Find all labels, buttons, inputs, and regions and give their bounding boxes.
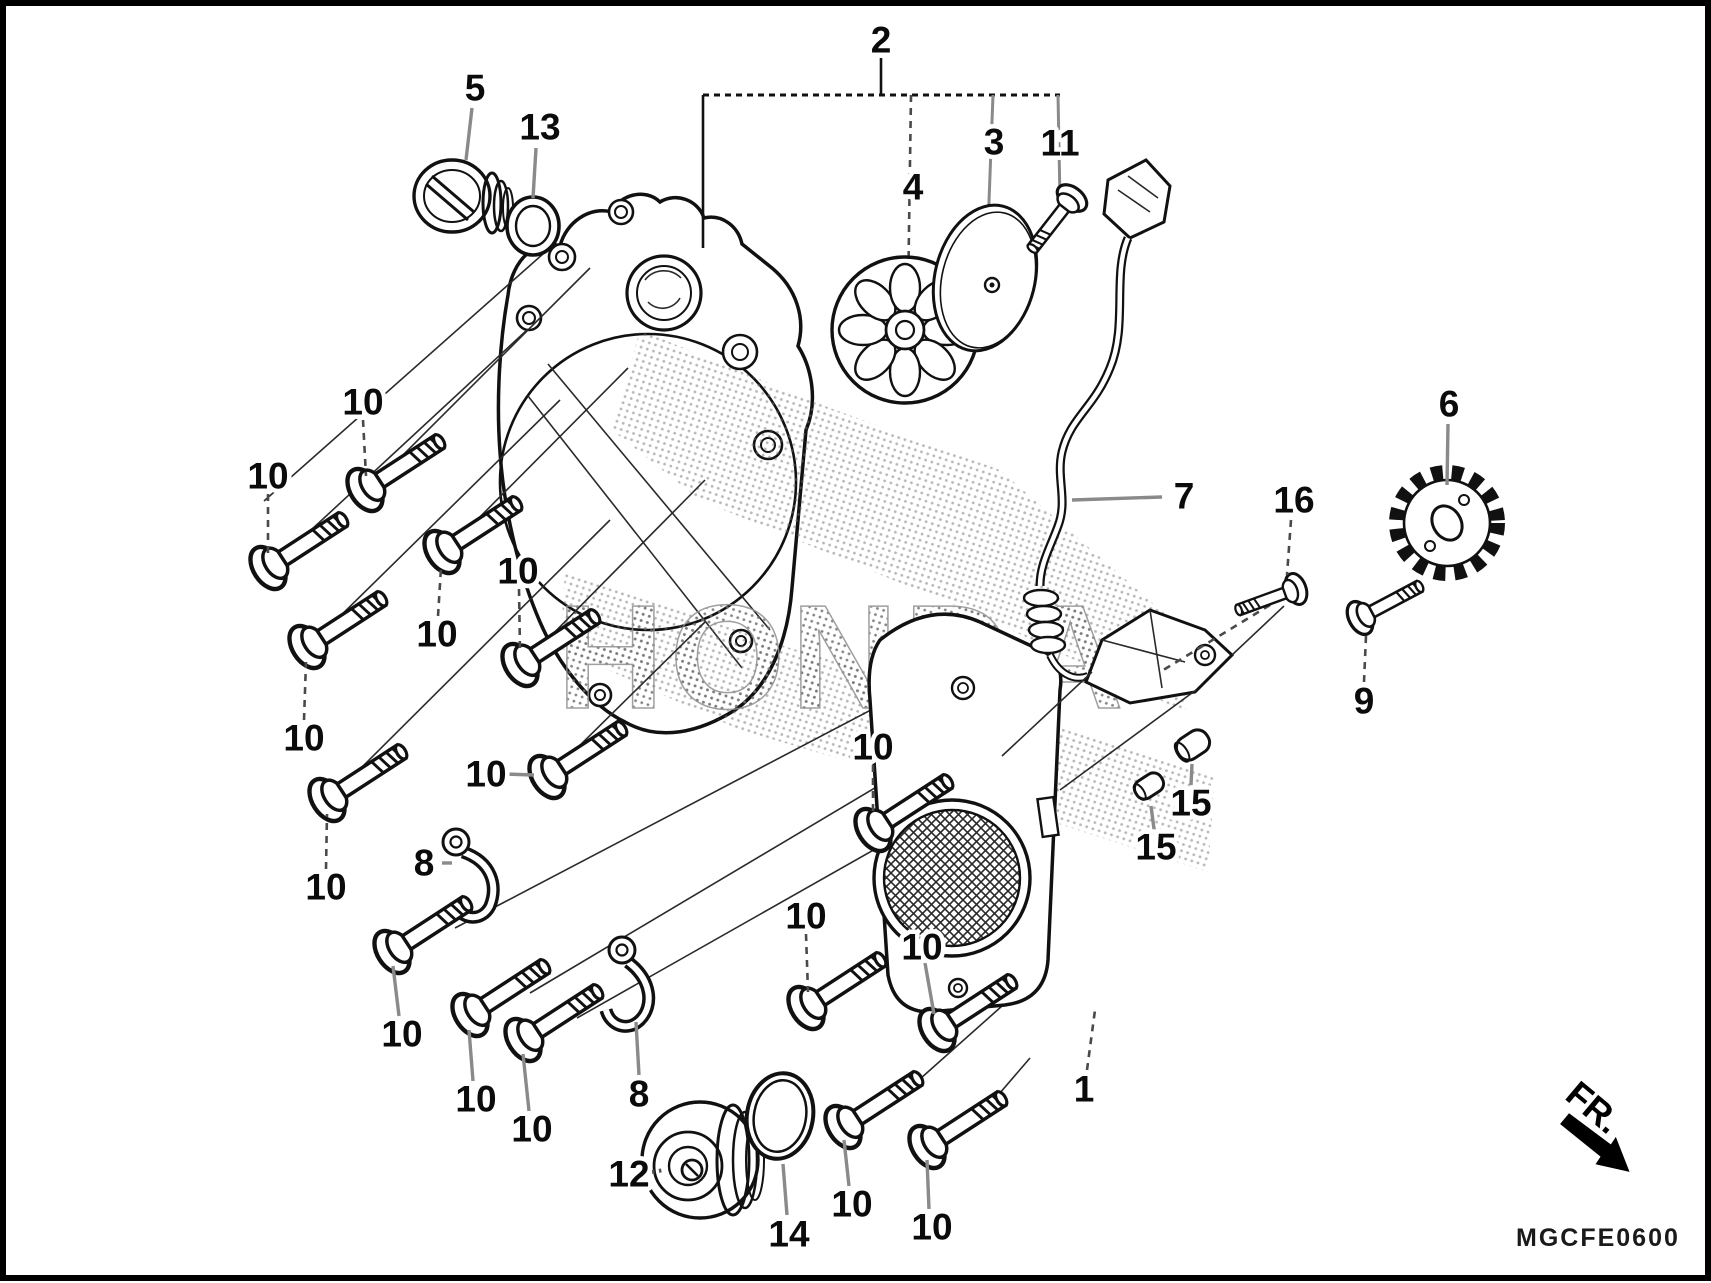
part-label-10: 10 (455, 1079, 496, 1120)
callout-leader (1085, 1009, 1097, 1071)
callout-leader (634, 1021, 641, 1076)
dowel-pin-part15-a (1173, 728, 1212, 763)
callout-leader (1189, 763, 1194, 786)
part-label-10: 10 (247, 456, 288, 497)
fitment-lines (263, 245, 1031, 1123)
callout-leader (1285, 519, 1293, 576)
connector (1102, 158, 1172, 240)
part-label-7: 7 (1174, 476, 1195, 517)
oring-part14 (744, 1071, 816, 1161)
sprocket-part6 (1389, 465, 1505, 581)
wire-coil (1022, 588, 1067, 655)
callout-leader (517, 588, 522, 651)
callout-leader (925, 1159, 931, 1210)
callout-leader (1071, 495, 1163, 502)
part-label-12: 12 (608, 1154, 649, 1195)
part-label-15: 15 (1135, 827, 1176, 868)
pickup-sensor (1084, 608, 1235, 705)
part-label-10: 10 (465, 754, 506, 795)
callout-leader (923, 962, 936, 1015)
callout-leader (651, 1168, 665, 1174)
part-label-10: 10 (785, 896, 826, 937)
filler-neck (625, 254, 703, 332)
oil-filler-cap-part5 (412, 158, 514, 235)
callout-leader (302, 661, 308, 721)
part-label-1: 1 (1074, 1069, 1095, 1110)
diagram-code: MGCFE0600 (1516, 1224, 1680, 1252)
part-label-8: 8 (414, 843, 435, 884)
part-label-15: 15 (1170, 783, 1211, 824)
callout-leader (804, 933, 810, 993)
part-label-16: 16 (1273, 480, 1314, 521)
part-label-10: 10 (911, 1207, 952, 1248)
part-label-2: 2 (871, 20, 892, 61)
part-label-13: 13 (519, 107, 560, 148)
part-label-10: 10 (497, 551, 538, 592)
pulley-part12 (640, 1100, 765, 1220)
callout-leader (781, 1163, 789, 1216)
part-label-9: 9 (1354, 681, 1375, 722)
oring-part13 (505, 195, 561, 257)
part-label-10: 10 (831, 1184, 872, 1225)
wire-harness-part7 (1001, 158, 1285, 791)
part-label-10: 10 (416, 614, 457, 655)
arrow-icon (1560, 1113, 1630, 1172)
small-cover-part1 (867, 612, 1063, 1014)
callout-leader (464, 107, 474, 161)
dowel-pin-part15-b (1132, 771, 1166, 801)
part-label-10: 10 (305, 867, 346, 908)
part-label-10: 10 (381, 1014, 422, 1055)
gasket-part3 (931, 203, 1039, 353)
part-label-5: 5 (465, 68, 486, 109)
callout-leader (436, 567, 443, 617)
part-label-3: 3 (984, 122, 1005, 163)
part-label-10: 10 (342, 382, 383, 423)
part-label-11: 11 (1040, 123, 1079, 164)
callout-leader (324, 813, 329, 870)
part-label-14: 14 (768, 1214, 810, 1255)
callout-leader (503, 772, 535, 777)
callout-leader (1149, 805, 1156, 830)
callout-leader (361, 419, 368, 477)
part-label-6: 6 (1439, 384, 1460, 425)
callout-leader (1445, 423, 1450, 486)
part-label-10: 10 (283, 718, 324, 759)
callout-leader (842, 1139, 851, 1187)
part-label-4: 4 (903, 167, 924, 208)
part-label-10: 10 (901, 927, 942, 968)
part-label-10: 10 (852, 727, 893, 768)
sensor-bolt-leader (1159, 603, 1271, 674)
callout-leader (391, 965, 401, 1017)
callout-leader (467, 1029, 475, 1082)
clamp-part8-b (599, 935, 656, 1033)
part-label-8: 8 (629, 1074, 650, 1115)
callout-leader (531, 147, 538, 199)
callout-leader (521, 1053, 531, 1112)
part-label-10: 10 (511, 1109, 552, 1150)
